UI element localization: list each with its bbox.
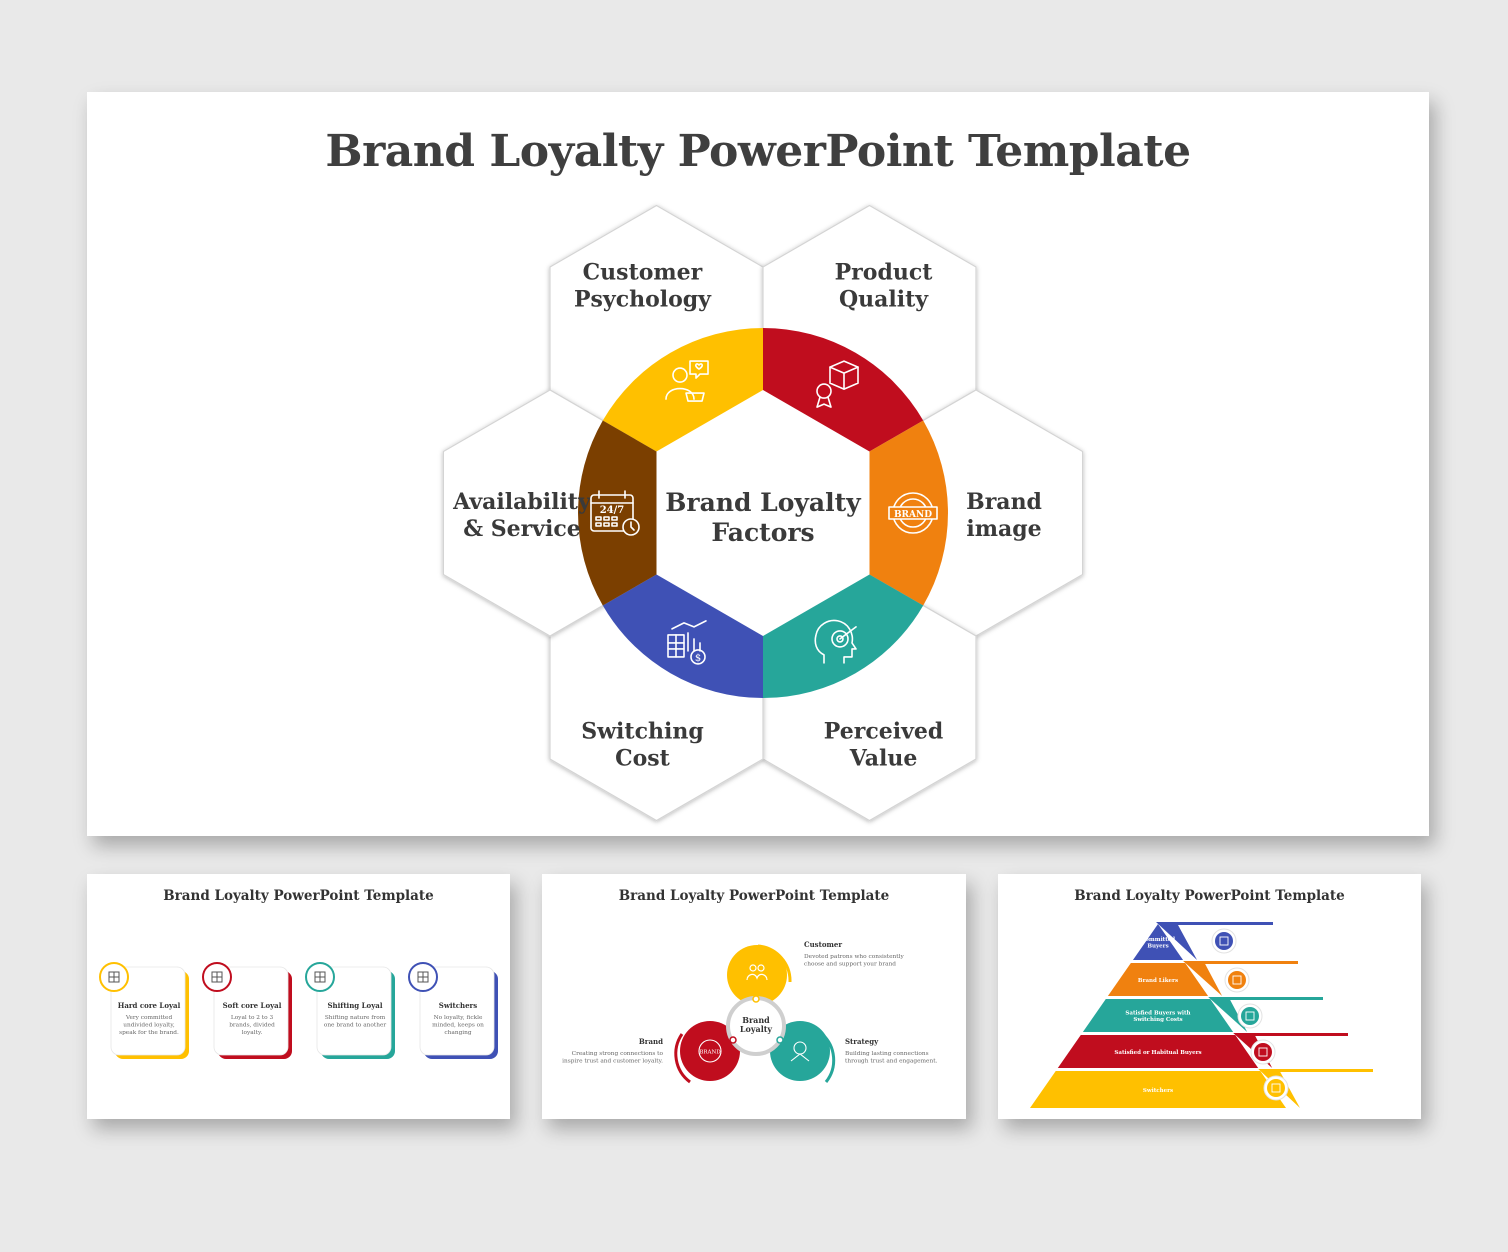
card-icon <box>314 971 326 983</box>
brand-icon: BRAND <box>698 1039 722 1063</box>
pyramid-level <box>1107 963 1209 996</box>
card <box>316 966 392 1056</box>
card-title: Shifting Loyal <box>328 1001 383 1010</box>
thumb-title: Brand Loyalty PowerPoint Template <box>618 888 890 904</box>
main-slide[interactable]: Brand Loyalty PowerPoint Template Brand … <box>87 92 1429 836</box>
hands-icon <box>746 964 768 981</box>
pyramid-level-label: Brand Likers <box>1138 978 1178 984</box>
thumb-title: Brand Loyalty PowerPoint Template <box>163 888 434 904</box>
card-icon <box>211 971 223 983</box>
calendar-247-text: 24/7 <box>600 505 625 516</box>
connector-dot <box>776 1036 784 1044</box>
brand-badge-text: BRAND <box>894 510 932 520</box>
customer-title: Customer <box>804 940 842 949</box>
level-icon-glyph <box>1232 975 1242 985</box>
pyramid-level-label: Switchers <box>1143 1088 1173 1094</box>
card <box>213 966 289 1056</box>
customer-circle <box>727 945 787 1005</box>
pyramid-level-label: Satisfied or Habitual Buyers <box>1114 1050 1201 1056</box>
level-icon <box>1254 1043 1272 1061</box>
strategy-title: Strategy <box>845 1037 879 1046</box>
pyramid-level <box>1030 1071 1286 1108</box>
brand-badge-icon: BRAND <box>888 492 938 534</box>
product-box-icon <box>816 360 859 408</box>
pyramid-shelf <box>1183 961 1298 996</box>
card <box>419 966 495 1056</box>
level-icon-glyph <box>1271 1083 1281 1093</box>
pyramid-level <box>1132 924 1184 960</box>
level-icon-glyph <box>1219 936 1229 946</box>
cost-calculator-icon: $ <box>667 620 707 665</box>
level-icon <box>1241 1007 1259 1025</box>
strategy-icon <box>790 1041 810 1062</box>
dollar-sign: $ <box>695 653 701 664</box>
segment-label: Availability& Service <box>452 489 592 542</box>
brand-arc <box>674 1033 691 1084</box>
thumbnail-slide-1[interactable]: Brand Loyalty PowerPoint Template Hard c… <box>87 874 510 1119</box>
head-target-icon <box>814 619 857 664</box>
center-hexagon <box>656 390 870 636</box>
level-icon <box>1267 1079 1285 1097</box>
pyramid-level <box>1082 999 1234 1032</box>
strategy-circle <box>770 1021 830 1081</box>
level-icon <box>1228 971 1246 989</box>
customer-icon <box>665 360 709 402</box>
connector-dot <box>729 1036 737 1044</box>
thumbnail-slide-3[interactable]: Brand Loyalty PowerPoint Template Commit… <box>998 874 1421 1119</box>
card-title: Soft core Loyal <box>223 1001 282 1010</box>
connector-dot <box>752 995 760 1003</box>
card-icon <box>108 971 120 983</box>
slide-title: Brand Loyalty PowerPoint Template <box>325 126 1191 177</box>
pyramid-shelf <box>1208 997 1323 1032</box>
card-icon <box>417 971 429 983</box>
pyramid-shelf <box>1156 922 1273 960</box>
pyramid-level <box>1057 1035 1259 1068</box>
brand-title: Brand <box>639 1037 663 1046</box>
level-icon-glyph <box>1245 1011 1255 1021</box>
card-title: Switchers <box>439 1001 477 1010</box>
thumb-title: Brand Loyalty PowerPoint Template <box>1074 888 1345 904</box>
level-icon <box>1215 932 1233 950</box>
level-icon-glyph <box>1258 1047 1268 1057</box>
brand-icon-text: BRAND <box>699 1050 721 1056</box>
brand-circle <box>680 1021 740 1081</box>
calendar-247-icon: 24/7 <box>590 490 640 536</box>
card <box>110 966 186 1056</box>
card-title: Hard core Loyal <box>118 1001 181 1010</box>
